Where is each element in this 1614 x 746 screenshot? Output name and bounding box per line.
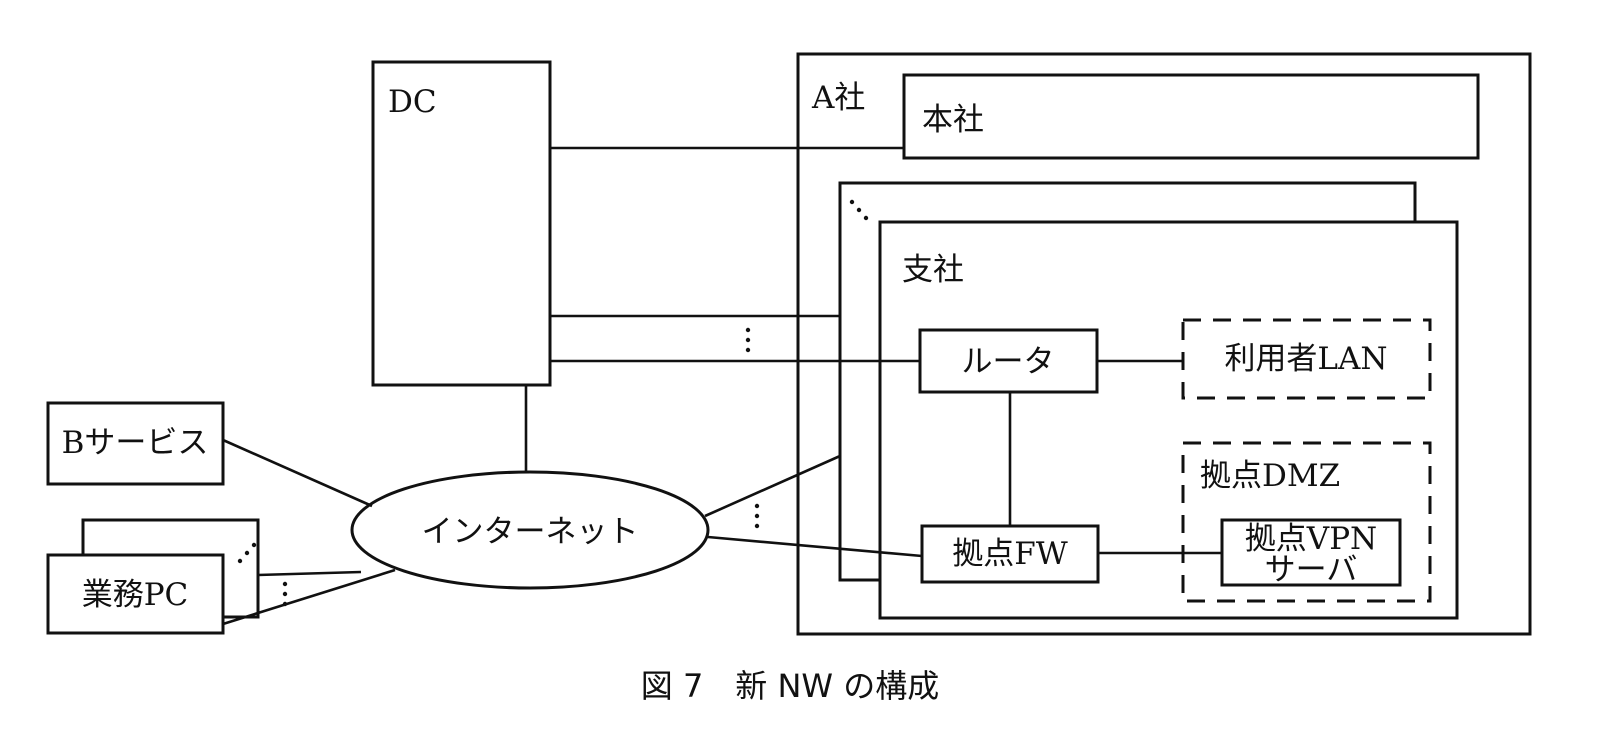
user-lan-zone: [1181, 318, 1432, 400]
link-internet-business-pc-other: [257, 570, 362, 577]
headquarters-box: [902, 73, 1480, 160]
internet-cloud: [350, 470, 710, 590]
router-label: ルータ: [962, 344, 1055, 380]
b-service-box: [46, 401, 225, 486]
link-internet-business-pc: [222, 568, 396, 626]
headquarters-label: 本社: [922, 102, 984, 138]
branch-ellipsis-diagonal: [849, 199, 869, 221]
company-a-label: A社: [811, 80, 865, 116]
business-pc-ellipsis-diagonal: [237, 542, 257, 564]
business-pc-label: 業務PC: [82, 577, 189, 613]
link-internet-fw: [707, 535, 923, 558]
branch-fw-label: 拠点FW: [952, 536, 1068, 572]
branch-fw-box: [920, 524, 1100, 584]
dc-label: DC: [388, 84, 437, 120]
branch-dmz-zone: [1181, 441, 1432, 603]
branch-vpn-server-label-line2: サーバ: [1265, 552, 1358, 588]
link-internet-b-service: [222, 438, 373, 508]
b-service-label: Bサービス: [62, 425, 209, 461]
router-box: [918, 328, 1099, 394]
internet-right-ellipsis: [754, 503, 760, 529]
branch-dmz-label: 拠点DMZ: [1200, 458, 1340, 494]
link-internet-branch-other: [704, 454, 841, 518]
branch-label: 支社: [902, 252, 964, 288]
business-pc-box: [46, 553, 225, 635]
dc-link-ellipsis: [745, 327, 751, 353]
figure-caption: 図 7 新 NW の構成: [641, 667, 939, 705]
business-pc-link-ellipsis: [282, 581, 288, 607]
user-lan-label: 利用者LAN: [1224, 341, 1387, 377]
internet-label: インターネット: [422, 514, 639, 550]
dc-box: [371, 60, 552, 387]
branch-vpn-server-label-line1: 拠点VPN: [1245, 521, 1377, 557]
branch-vpn-server-box: [1220, 518, 1402, 587]
